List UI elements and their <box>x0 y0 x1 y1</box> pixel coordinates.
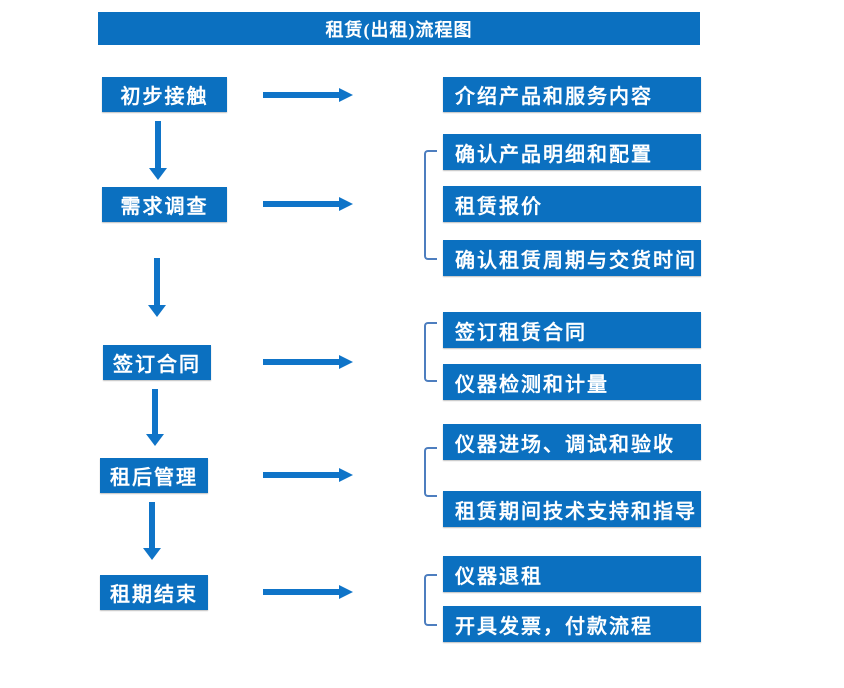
down-arrow-3-head <box>146 434 164 446</box>
down-arrow-3 <box>146 389 164 446</box>
output-box-technical-support: 租赁期间技术支持和指导 <box>443 491 701 527</box>
down-arrow-2-head <box>148 305 166 317</box>
down-arrow-2-shaft <box>154 258 160 305</box>
output-box-instrument-delivery-acceptance: 仪器进场、调试和验收 <box>443 424 701 460</box>
output-box-instrument-inspection: 仪器检测和计量 <box>443 364 701 400</box>
output-box-confirm-rental-period: 确认租赁周期与交货时间 <box>443 240 701 276</box>
stage-box-needs-survey: 需求调查 <box>102 187 227 222</box>
right-arrow-4-head <box>339 468 353 482</box>
stage-box-rental-end: 租期结束 <box>100 575 208 610</box>
right-arrow-1 <box>263 88 353 102</box>
right-arrow-5-shaft <box>263 589 339 595</box>
right-arrow-3-head <box>339 355 353 369</box>
right-arrow-4 <box>263 468 353 482</box>
right-arrow-4-shaft <box>263 472 339 478</box>
bracket-group-4 <box>424 447 437 497</box>
output-box-rental-quote: 租赁报价 <box>443 186 701 222</box>
right-arrow-2-shaft <box>263 201 339 207</box>
bracket-group-3 <box>424 322 437 382</box>
right-arrow-2-head <box>339 197 353 211</box>
right-arrow-3-shaft <box>263 359 339 365</box>
down-arrow-2 <box>148 258 166 317</box>
down-arrow-4 <box>143 502 161 560</box>
bracket-group-5 <box>424 574 437 626</box>
output-box-confirm-product-details: 确认产品明细和配置 <box>443 134 701 170</box>
output-box-introduce-products: 介绍产品和服务内容 <box>443 77 701 112</box>
down-arrow-3-shaft <box>152 389 158 434</box>
right-arrow-1-shaft <box>263 92 339 98</box>
page-title: 租赁(出租)流程图 <box>325 19 473 40</box>
down-arrow-1-head <box>149 168 167 180</box>
right-arrow-1-head <box>339 88 353 102</box>
bracket-group-2 <box>424 150 437 260</box>
down-arrow-1 <box>149 121 167 180</box>
down-arrow-1-shaft <box>155 121 161 168</box>
down-arrow-4-head <box>143 548 161 560</box>
stage-box-post-rental-management: 租后管理 <box>100 458 208 493</box>
right-arrow-2 <box>263 197 353 211</box>
down-arrow-4-shaft <box>149 502 155 548</box>
output-box-instrument-return: 仪器退租 <box>443 556 701 592</box>
output-box-invoice-payment: 开具发票，付款流程 <box>443 606 701 642</box>
right-arrow-3 <box>263 355 353 369</box>
right-arrow-5 <box>263 585 353 599</box>
title-bar: 租赁(出租)流程图 <box>98 12 700 45</box>
right-arrow-5-head <box>339 585 353 599</box>
output-box-sign-rental-contract: 签订租赁合同 <box>443 312 701 348</box>
stage-box-sign-contract: 签订合同 <box>103 345 211 380</box>
stage-box-initial-contact: 初步接触 <box>102 77 227 112</box>
